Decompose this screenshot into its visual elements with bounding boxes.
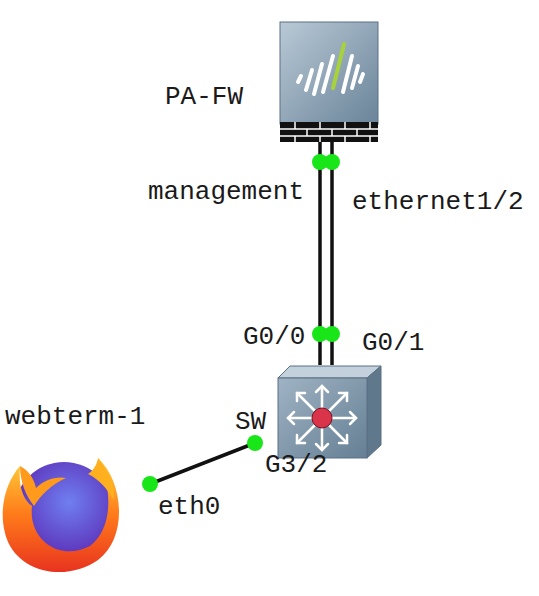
device-name: SW <box>235 407 266 437</box>
firewall-node: PA-FW <box>278 18 378 142</box>
port-label: G3/2 <box>265 450 327 480</box>
port-label: eth0 <box>158 492 220 522</box>
device-name: PA-FW <box>165 82 243 112</box>
port-dot <box>324 154 340 170</box>
port-dot <box>324 326 340 342</box>
browser-node: webterm-1 <box>0 395 150 575</box>
switch-icon <box>278 366 381 458</box>
port-dot <box>142 476 158 492</box>
firewall-icon <box>280 22 378 142</box>
port-dot <box>247 435 263 451</box>
link-cable <box>150 443 255 484</box>
device-name: webterm-1 <box>5 402 145 432</box>
switch-node: SW <box>255 365 382 458</box>
browser-icon <box>3 458 119 572</box>
port-label: G0/1 <box>362 328 424 358</box>
port-label: ethernet1/2 <box>352 187 524 217</box>
port-label: G0/0 <box>243 322 305 352</box>
port-label: management <box>148 177 304 207</box>
